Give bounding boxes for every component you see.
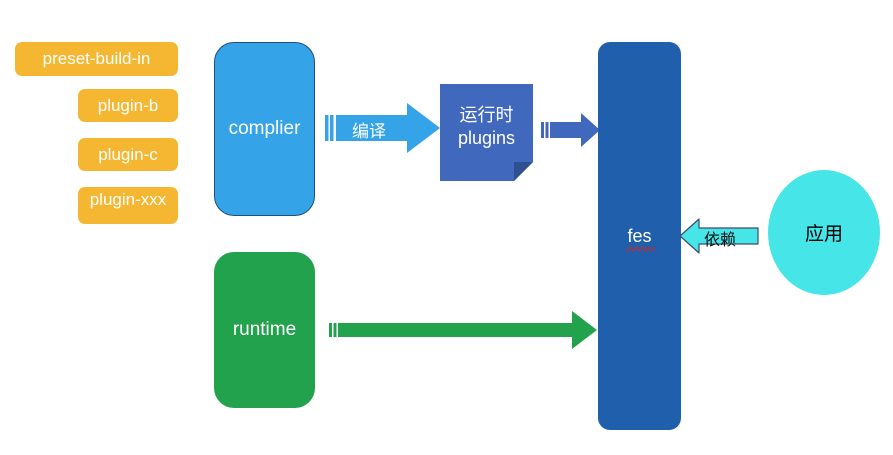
node-fes[interactable]: fes	[598, 42, 681, 430]
arrow-runtime-to-fes	[329, 311, 597, 349]
arrow-compile	[325, 103, 440, 153]
chip-plugin-xxx-label: plugin-xxx	[89, 190, 167, 209]
node-app-label: 应用	[804, 224, 843, 245]
chip-plugin-c-label: plugin-c	[98, 144, 158, 164]
node-complier-label: complier	[228, 118, 301, 139]
node-runtime-plugins-line1: 运行时	[459, 105, 514, 125]
arrow-depend	[679, 218, 759, 254]
arrow-plugins-to-fes	[541, 113, 600, 147]
chip-plugin-xxx[interactable]: plugin-xxx	[78, 187, 178, 224]
arrow-compile-label: 编译	[352, 122, 386, 141]
node-runtime[interactable]: runtime	[214, 252, 315, 408]
chip-plugin-b[interactable]: plugin-b	[78, 89, 178, 122]
chip-plugin-c[interactable]: plugin-c	[78, 138, 178, 171]
chip-preset-build-in-label: preset-build-in	[42, 49, 151, 69]
node-runtime-plugins[interactable]: 运行时 plugins	[440, 84, 533, 181]
node-complier[interactable]: complier	[214, 42, 315, 216]
node-fes-label: fes	[626, 225, 655, 251]
node-runtime-label: runtime	[232, 319, 297, 340]
chip-plugin-b-label: plugin-b	[97, 95, 159, 115]
node-app[interactable]: 应用	[768, 170, 880, 295]
folded-corner-shape-icon	[440, 84, 533, 181]
node-runtime-plugins-label: 运行时 plugins	[458, 104, 515, 161]
node-runtime-plugins-line2: plugins	[457, 127, 516, 148]
arrow-depend-label: 依赖	[704, 232, 737, 249]
chip-preset-build-in[interactable]: preset-build-in	[15, 42, 178, 76]
